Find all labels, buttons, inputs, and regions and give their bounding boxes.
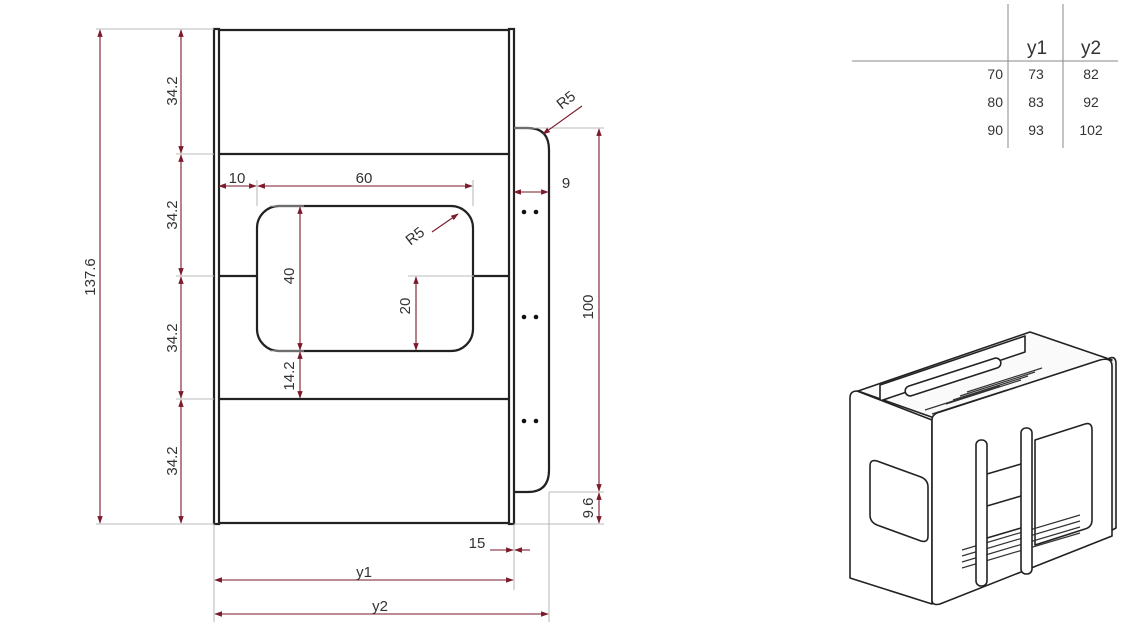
label-side-gap: 9 [562, 175, 570, 192]
table-cell: 82 [1083, 66, 1099, 82]
dimension-lines [96, 28, 604, 622]
table-cell: 92 [1083, 94, 1099, 110]
label-window-offset: 10 [229, 170, 246, 187]
label-side-bottom: 9.6 [580, 498, 597, 519]
table-cell: 102 [1079, 122, 1103, 138]
front-elevation [212, 27, 551, 526]
leader-side-radius [542, 105, 583, 135]
rail-slot [904, 357, 1002, 397]
top-frame [857, 331, 1113, 421]
leader-window-radius [431, 213, 459, 233]
left-window [869, 459, 929, 543]
label-side-radius: R5 [553, 88, 579, 113]
hole [521, 209, 527, 215]
label-window-half: 20 [397, 298, 414, 315]
table-cell: 80 [987, 94, 1003, 110]
label-total-height: 137.6 [82, 258, 99, 296]
hole [533, 314, 539, 320]
label-side-offset: 15 [469, 535, 486, 552]
table-header-y1: y1 [1027, 38, 1047, 59]
ladder-rail-right [1020, 427, 1033, 575]
ladder-rail-left [975, 439, 988, 587]
table-cell: 90 [987, 122, 1003, 138]
label-section-2: 34.2 [164, 200, 181, 229]
right-post [507, 27, 516, 526]
ladder-rung [986, 495, 1022, 507]
bunk-bed-3d-illustration [849, 331, 1117, 606]
ladder-rung [986, 527, 1022, 539]
label-side-height: 100 [580, 294, 597, 319]
ladder-rung [986, 463, 1022, 475]
label-window-bottom: 14.2 [281, 361, 298, 390]
table-cell: 73 [1028, 66, 1044, 82]
label-width-y2: y2 [372, 598, 388, 615]
ladder [975, 427, 1033, 587]
label-window-width: 60 [356, 170, 373, 187]
label-window-height: 40 [281, 268, 298, 285]
label-section-4: 34.2 [164, 446, 181, 475]
window-opening [255, 204, 475, 353]
hole [521, 314, 527, 320]
table-cell: 70 [987, 66, 1003, 82]
table-cell: 83 [1028, 94, 1044, 110]
label-section-1: 34.2 [164, 76, 181, 105]
hole [533, 418, 539, 424]
table-header-y2: y2 [1081, 38, 1101, 59]
side-panel-holes [521, 209, 539, 424]
hole [521, 418, 527, 424]
right-window [1034, 422, 1093, 546]
hole [533, 209, 539, 215]
size-table: y1 y2 70 73 82 80 83 92 90 93 102 [852, 4, 1118, 148]
left-post [212, 27, 221, 526]
table-cell: 93 [1028, 122, 1044, 138]
label-width-y1: y1 [356, 564, 372, 581]
side-panel [514, 126, 551, 494]
label-section-3: 34.2 [164, 323, 181, 352]
